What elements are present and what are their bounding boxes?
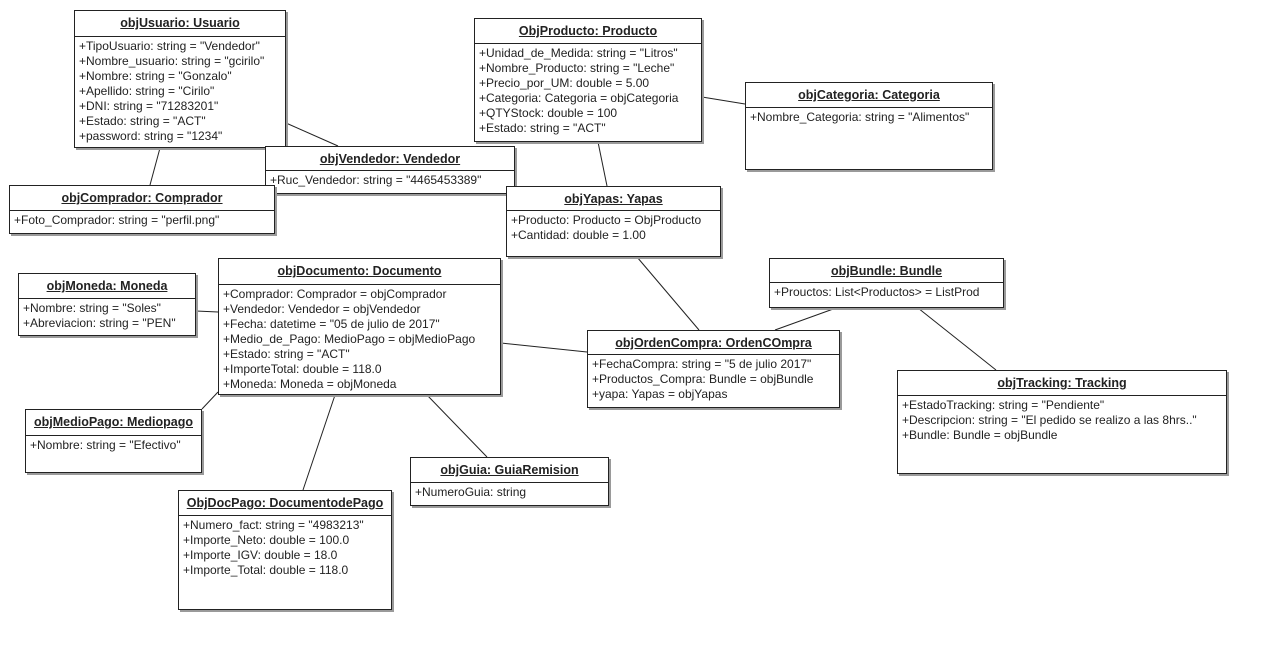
object-title: objGuia: GuiaRemision [411,458,608,483]
attribute: +Numero_fact: string = "4983213" [183,518,364,532]
attribute-list: +NumeroGuia: string [411,483,608,502]
attribute-list: +Nombre: string = "Efectivo" [26,436,201,455]
attribute: +Nombre_usuario: string = "gcirilo" [79,54,265,68]
attribute: +Nombre: string = "Gonzalo" [79,69,232,83]
object-vendedor[interactable]: objVendedor: Vendedor +Ruc_Vendedor: str… [265,146,515,194]
attribute: +Foto_Comprador: string = "perfil.png" [14,213,220,227]
object-ordencompra[interactable]: objOrdenCompra: OrdenCOmpra +FechaCompra… [587,330,840,408]
attribute: +Nombre: string = "Efectivo" [30,438,181,452]
link-documento-mediopago [201,391,219,410]
object-title: objBundle: Bundle [770,259,1003,283]
attribute: +Vendedor: Vendedor = objVendedor [223,302,421,316]
object-title: objCategoria: Categoria [746,83,992,108]
attribute-list: +Nombre: string = "Soles" +Abreviacion: … [19,299,195,333]
attribute: +ImporteTotal: double = 118.0 [223,362,382,376]
attribute-list: +EstadoTracking: string = "Pendiente" +D… [898,396,1226,445]
object-title: objTracking: Tracking [898,371,1226,396]
attribute: +Apellido: string = "Cirilo" [79,84,215,98]
object-categoria[interactable]: objCategoria: Categoria +Nombre_Categori… [745,82,993,170]
attribute: +Precio_por_UM: double = 5.00 [479,76,650,90]
attribute: +TipoUsuario: string = "Vendedor" [79,39,260,53]
attribute: +Prouctos: List<Productos> = ListProd [774,285,980,299]
link-usuario-vendedor [285,122,339,147]
attribute-list: +FechaCompra: string = "5 de julio 2017"… [588,355,839,404]
attribute-list: +Nombre_Categoria: string = "Alimentos" [746,108,992,127]
object-moneda[interactable]: objMoneda: Moneda +Nombre: string = "Sol… [18,273,196,336]
attribute: +password: string = "1234" [79,129,223,143]
object-mediopago[interactable]: objMedioPago: Mediopago +Nombre: string … [25,409,202,473]
attribute-list: +Producto: Producto = ObjProducto +Canti… [507,211,720,245]
attribute: +Nombre_Producto: string = "Leche" [479,61,675,75]
attribute-list: +Numero_fact: string = "4983213" +Import… [179,516,391,580]
object-title: ObjProducto: Producto [475,19,701,44]
attribute: +Estado: string = "ACT" [223,347,350,361]
link-orden-bundle [774,307,837,331]
link-yapas-orden [636,256,700,331]
attribute: +Bundle: Bundle = objBundle [902,428,1058,442]
link-producto-categoria [701,96,746,105]
attribute: +Descripcion: string = "El pedido se rea… [902,413,1197,427]
attribute: +Nombre: string = "Soles" [23,301,161,315]
object-title: objOrdenCompra: OrdenCOmpra [588,331,839,355]
object-bundle[interactable]: objBundle: Bundle +Prouctos: List<Produc… [769,258,1004,308]
object-title: objMoneda: Moneda [19,274,195,299]
attribute: +QTYStock: double = 100 [479,106,618,120]
object-yapas[interactable]: objYapas: Yapas +Producto: Producto = Ob… [506,186,721,257]
attribute: +Medio_de_Pago: MedioPago = objMedioPago [223,332,476,346]
object-tracking[interactable]: objTracking: Tracking +EstadoTracking: s… [897,370,1227,474]
attribute: +Importe_Neto: double = 100.0 [183,533,350,547]
object-documento[interactable]: objDocumento: Documento +Comprador: Comp… [218,258,501,395]
link-bundle-tracking [917,307,997,371]
attribute: +FechaCompra: string = "5 de julio 2017" [592,357,812,371]
attribute-list: +Comprador: Comprador = objComprador +Ve… [219,285,500,394]
attribute: +EstadoTracking: string = "Pendiente" [902,398,1105,412]
attribute: +Categoria: Categoria = objCategoria [479,91,679,105]
attribute: +Fecha: datetime = "05 de julio de 2017" [223,317,440,331]
object-title: objComprador: Comprador [10,186,274,211]
object-producto[interactable]: ObjProducto: Producto +Unidad_de_Medida:… [474,18,702,142]
link-usuario-comprador [149,147,161,186]
object-title: objMedioPago: Mediopago [26,410,201,436]
object-title: objDocumento: Documento [219,259,500,285]
attribute: +NumeroGuia: string [415,485,527,499]
link-documento-orden [500,342,588,353]
attribute-list: +Unidad_de_Medida: string = "Litros" +No… [475,44,701,138]
attribute-list: +TipoUsuario: string = "Vendedor" +Nombr… [75,37,285,146]
attribute: +Productos_Compra: Bundle = objBundle [592,372,814,386]
attribute-list: +Prouctos: List<Productos> = ListProd [770,283,1003,302]
attribute: +Moneda: Moneda = objMoneda [223,377,397,391]
attribute: +Cantidad: double = 1.00 [511,228,646,242]
attribute: +Ruc_Vendedor: string = "4465453389" [270,173,482,187]
object-comprador[interactable]: objComprador: Comprador +Foto_Comprador:… [9,185,275,234]
attribute: +Importe_IGV: double = 18.0 [183,548,338,562]
object-title: objVendedor: Vendedor [266,147,514,171]
attribute-list: +Foto_Comprador: string = "perfil.png" [10,211,274,230]
attribute-list: +Ruc_Vendedor: string = "4465453389" [266,171,514,190]
object-guiaremision[interactable]: objGuia: GuiaRemision +NumeroGuia: strin… [410,457,609,506]
attribute: +Comprador: Comprador = objComprador [223,287,447,301]
link-producto-yapas [597,141,608,187]
attribute: +DNI: string = "71283201" [79,99,219,113]
attribute: +yapa: Yapas = objYapas [592,387,728,401]
attribute: +Estado: string = "ACT" [79,114,206,128]
attribute: +Abreviacion: string = "PEN" [23,316,176,330]
link-documento-guia [426,394,488,458]
link-documento-moneda [195,310,219,313]
object-title: objUsuario: Usuario [75,11,285,37]
attribute: +Nombre_Categoria: string = "Alimentos" [750,110,970,124]
object-title: objYapas: Yapas [507,187,720,211]
object-documentodepago[interactable]: ObjDocPago: DocumentodePago +Numero_fact… [178,490,392,610]
attribute: +Importe_Total: double = 118.0 [183,563,349,577]
object-title: ObjDocPago: DocumentodePago [179,491,391,516]
attribute: +Estado: string = "ACT" [479,121,606,135]
object-usuario[interactable]: objUsuario: Usuario +TipoUsuario: string… [74,10,286,148]
attribute: +Unidad_de_Medida: string = "Litros" [479,46,678,60]
attribute: +Producto: Producto = ObjProducto [511,213,702,227]
link-documento-docpago [302,394,336,491]
